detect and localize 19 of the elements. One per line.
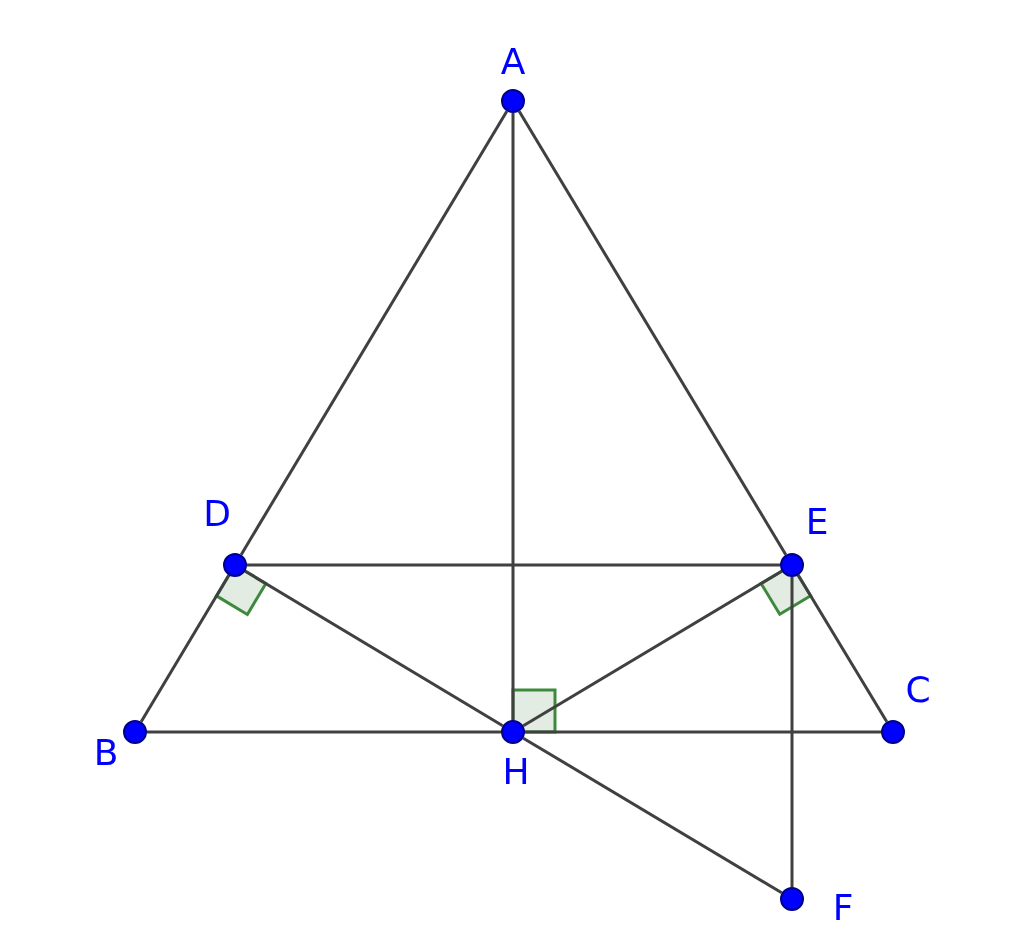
line-segment bbox=[511, 113, 515, 720]
line-segment bbox=[247, 563, 780, 567]
point-label: E bbox=[805, 504, 829, 540]
point-label: F bbox=[832, 890, 854, 926]
line-segment bbox=[790, 577, 794, 887]
line-segment bbox=[517, 110, 788, 556]
line-segment bbox=[139, 574, 231, 723]
line-segment bbox=[244, 569, 504, 728]
point-label: C bbox=[905, 672, 931, 708]
line-segment bbox=[522, 736, 783, 895]
point-label: D bbox=[203, 496, 231, 532]
line-segment bbox=[147, 730, 501, 734]
point-label: B bbox=[93, 735, 119, 771]
line-segment bbox=[796, 574, 889, 723]
line-segment bbox=[522, 569, 783, 728]
point-label: A bbox=[500, 44, 526, 80]
line-segment bbox=[525, 730, 881, 734]
point-label: H bbox=[502, 754, 530, 790]
line-segment bbox=[239, 110, 509, 556]
